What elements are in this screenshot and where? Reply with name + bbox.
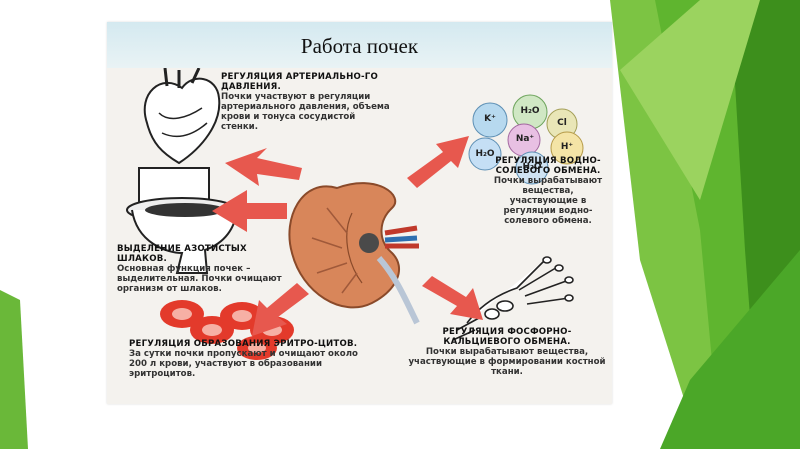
- ion-na-label: Na⁺: [515, 134, 535, 144]
- kidney-icon: [288, 182, 420, 325]
- caption-heading: РЕГУЛЯЦИЯ ВОДНО-СОЛЕВОГО ОБМЕНА.: [495, 156, 601, 176]
- caption-text: Основная функция почек – выделительная. …: [117, 264, 282, 294]
- ion-k-label: K⁺: [484, 114, 496, 124]
- slide-title: Работа почек: [300, 34, 419, 58]
- arrows-decoration: [212, 136, 483, 336]
- hand-skeleton-icon: [452, 256, 574, 341]
- caption-text: За сутки почки пропускают и очищают окол…: [129, 349, 358, 379]
- slide-panel: Работа почек: [107, 22, 612, 404]
- toilet-icon: [126, 167, 238, 274]
- caption-heading: РЕГУЛЯЦИЯ АРТЕРИАЛЬНО-ГО ДАВЛЕНИЯ.: [221, 72, 378, 92]
- heart-icon: [143, 68, 221, 165]
- caption-erythrocytes: РЕГУЛЯЦИЯ ОБРАЗОВАНИЯ ЭРИТРО-ЦИТОВ. За с…: [129, 339, 377, 379]
- caption-waste: ВЫДЕЛЕНИЕ АЗОТИСТЫХ ШЛАКОВ. Основная фун…: [117, 244, 295, 294]
- title-band: [107, 22, 612, 68]
- ion-cluster-icon: [468, 94, 584, 185]
- ion-h2o-top-label: H₂O: [520, 106, 540, 116]
- caption-blood-pressure: РЕГУЛЯЦИЯ АРТЕРИАЛЬНО-ГО ДАВЛЕНИЯ. Почки…: [221, 72, 391, 132]
- caption-text: Почки вырабатывают вещества, участвующие…: [408, 347, 606, 377]
- caption-text: Почки участвуют в регуляции артериальног…: [221, 92, 390, 132]
- caption-water-salt: РЕГУЛЯЦИЯ ВОДНО-СОЛЕВОГО ОБМЕНА. Почки в…: [489, 156, 607, 226]
- caption-heading: ВЫДЕЛЕНИЕ АЗОТИСТЫХ ШЛАКОВ.: [117, 244, 247, 264]
- ion-h-label: H⁺: [560, 142, 574, 152]
- ion-h2o-left-label: H₂O: [475, 149, 495, 159]
- ion-h2o-bottom-label: H₂O: [522, 162, 542, 172]
- caption-heading: РЕГУЛЯЦИЯ ФОСФОРНО-КАЛЬЦИЕВОГО ОБМЕНА.: [442, 327, 572, 347]
- caption-phosphorus-calcium: РЕГУЛЯЦИЯ ФОСФОРНО-КАЛЬЦИЕВОГО ОБМЕНА. П…: [407, 327, 607, 377]
- red-blood-cells-icon: [160, 300, 294, 360]
- ion-cl-label: Cl: [557, 118, 567, 128]
- caption-heading: РЕГУЛЯЦИЯ ОБРАЗОВАНИЯ ЭРИТРО-ЦИТОВ.: [129, 339, 358, 349]
- kidney-functions-illustration: [126, 68, 584, 360]
- caption-text: Почки вырабатывают вещества, участвующие…: [493, 176, 603, 226]
